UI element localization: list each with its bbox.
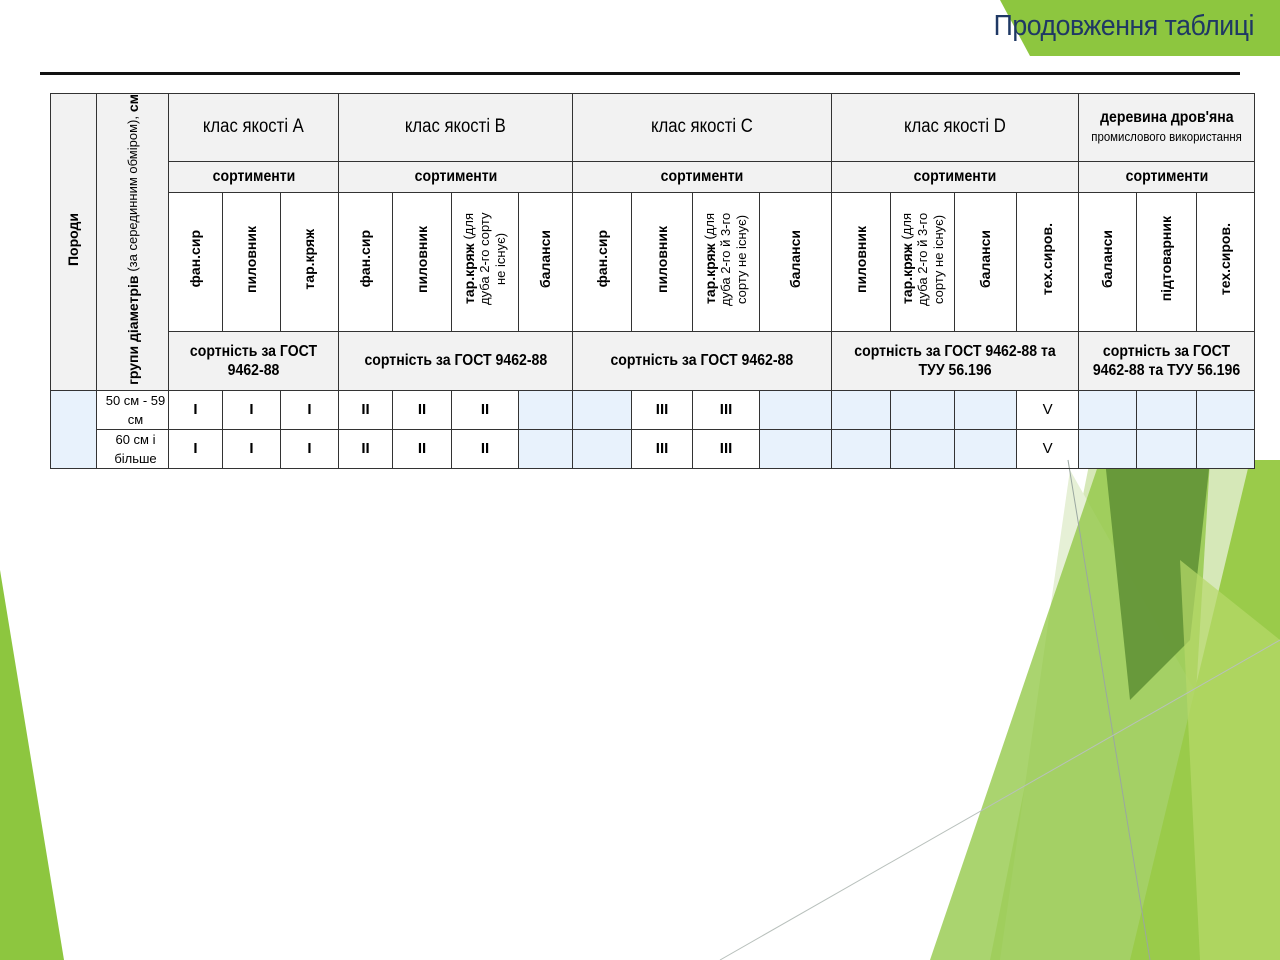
top-accent-shape [1000,0,1280,56]
assortment-a-1: фан.сир [168,191,223,332]
diameter-cell: 60 см і більше [96,428,169,469]
grade-cell: III [631,428,694,469]
poroda-cell [50,389,97,430]
assortment-d-3: баланси [954,191,1018,332]
grade-cell [1078,389,1138,430]
class-d-subheader: сортименти [831,160,1080,193]
assortment-e-2: підтоварник [1136,191,1198,332]
grade-cell [759,428,833,469]
left-accent-shape [0,570,64,960]
thin-line-2 [719,639,1280,960]
table-row: 50 см - 59 см I I I II II II III III V [50,389,1256,430]
class-header-row: Породи групи діаметрів (за серединним об… [50,93,1256,391]
right-dark-shape [1105,460,1210,700]
grade-cell: II [392,428,453,469]
poroda-cell [50,429,97,469]
diameter-cell: 50 см - 59 см [96,389,169,430]
grade-cell: V [1016,389,1080,430]
grade-cell [1196,389,1256,430]
class-a-header: клас якості A [167,93,340,162]
assortment-e-1: баланси [1078,191,1138,332]
grade-cell: II [338,428,394,469]
class-d-grade-label: сортність за ГОСТ 9462-88 та ТУУ 56.196 [831,330,1080,391]
right-lime-shape [1180,560,1280,960]
grade-cell: II [451,389,520,430]
title-divider [40,72,1240,75]
slide-title: Продовження таблиці [993,10,1255,42]
grade-standard-row: сортність за ГОСТ 9462-88 сортність за Г… [51,330,1256,391]
grade-cell [831,428,892,469]
poroda-header: Породи [50,93,97,391]
grade-table: Породи групи діаметрів (за серединним об… [50,93,1256,469]
grade-cell [759,389,833,430]
assortment-b-1: фан.сир [338,191,394,332]
grade-cell [572,389,633,430]
firewood-subheader: сортименти [1078,160,1256,193]
grade-cell: III [692,428,761,469]
grade-cell [1136,389,1198,430]
diameter-header: групи діаметрів (за серединним обміром),… [96,93,169,391]
grade-cell [572,428,633,469]
grade-cell [954,428,1018,469]
grade-cell: I [279,389,340,430]
assortment-d-4: тех.сиров. [1016,191,1080,332]
class-c-header: клас якості C [572,93,833,162]
class-c-subheader: сортименти [572,160,833,193]
assortment-a-3: тар.кряж [279,191,340,332]
assortment-b-4: баланси [518,191,574,332]
class-d-header: клас якості D [831,93,1080,162]
grade-cell [1078,428,1138,469]
grade-cell: I [279,428,340,469]
class-c-grade-label: сортність за ГОСТ 9462-88 [572,330,833,391]
grade-cell: II [392,389,453,430]
assortment-row: фан.сир пиловник тар.кряж фан.сир пиловн… [51,191,1256,332]
class-a-grade-label: сортність за ГОСТ 9462-88 [167,330,340,391]
class-b-header: клас якості B [338,93,574,162]
assortment-a-2: пиловник [222,191,281,332]
grade-cell [890,428,956,469]
grade-cell: III [692,389,761,430]
grade-cell: I [168,389,223,430]
grade-cell [831,389,892,430]
assortment-d-2: тар.кряж (для дуба 2-го й 3-го сорту не … [890,191,956,332]
grade-cell: I [222,428,281,469]
grade-cell: V [1016,428,1080,469]
grade-cell: II [338,389,394,430]
grade-cell: II [451,428,520,469]
firewood-grade-label: сортність за ГОСТ 9462-88 та ТУУ 56.196 [1078,330,1256,391]
table-row: 60 см і більше I I I II II II III III V [50,428,1256,469]
class-b-subheader: сортименти [338,160,574,193]
grade-cell [1196,428,1256,469]
assortment-c-1: фан.сир [572,191,633,332]
assortment-c-3: тар.кряж (для дуба 2-го й 3-го сорту не … [692,191,761,332]
thin-line-1 [1067,459,1151,960]
assortment-b-3: тар.кряж (для дуба 2-го сорту не існує) [451,191,520,332]
assortment-c-4: баланси [759,191,833,332]
assortment-c-2: пиловник [631,191,694,332]
firewood-header: деревина дров'яна промислового використа… [1078,93,1256,162]
grade-cell [1136,428,1198,469]
subheader-row: сортименти сортименти сортименти сортиме… [51,160,1256,193]
class-a-subheader: сортименти [167,160,340,193]
grade-cell: I [222,389,281,430]
grade-cell [890,389,956,430]
assortment-e-3: тех.сиров. [1196,191,1256,332]
class-b-grade-label: сортність за ГОСТ 9462-88 [338,330,574,391]
grade-cell [518,389,574,430]
grade-cell: I [168,428,223,469]
grade-cell [954,389,1018,430]
assortment-d-1: пиловник [831,191,892,332]
assortment-b-2: пиловник [392,191,453,332]
grade-cell [518,428,574,469]
grade-cell: III [631,389,694,430]
